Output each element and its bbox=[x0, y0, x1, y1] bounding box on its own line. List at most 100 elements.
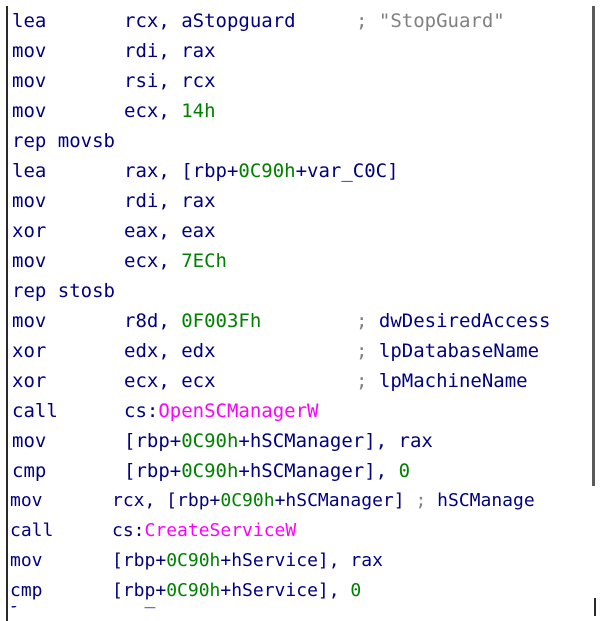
operand-token: rsi, rcx bbox=[124, 70, 216, 92]
comment-token: lpDatabaseName bbox=[378, 340, 540, 362]
asm-mnemonic: jz bbox=[10, 606, 32, 614]
operand-token: 140056717 bbox=[155, 606, 253, 609]
asm-mnemonic: mov bbox=[12, 40, 47, 62]
asm-operands: eax, eax bbox=[124, 216, 216, 246]
asm-line[interactable]: xor eax, eax bbox=[8, 216, 592, 246]
comment-token: ; bbox=[356, 340, 379, 362]
operand-token: rax, [rbp+ bbox=[124, 160, 239, 182]
asm-mnemonic: rep movsb bbox=[12, 130, 115, 152]
asm-line[interactable]: lea rcx, aStopguard ; "StopGuard" bbox=[8, 6, 592, 36]
operand-token: [rbp+ bbox=[124, 430, 182, 452]
asm-mnemonic: mov bbox=[12, 250, 47, 272]
comment-token: dwDesiredAccess bbox=[378, 310, 551, 332]
disassembly-listing-bottom[interactable]: mov rcx, [rbp+0C90h+hSCManager] ; hSCMana… bbox=[6, 486, 600, 621]
asm-line[interactable]: jz loc_140056717 bbox=[8, 606, 598, 614]
operand-token: [rbp+ bbox=[112, 550, 167, 571]
asm-mnemonic: mov bbox=[12, 70, 47, 92]
comment-token: ; bbox=[356, 370, 379, 392]
partially-visible-line: jz loc_140056717 bbox=[8, 606, 598, 614]
operand-token: CreateServiceW bbox=[144, 520, 297, 541]
asm-comment: ; dwDesiredAccess bbox=[356, 306, 550, 336]
scrollbar-fragment bbox=[594, 598, 596, 616]
operand-token: 14h bbox=[181, 100, 216, 122]
asm-mnemonic: cmp bbox=[12, 460, 47, 482]
operand-token: 0C90h bbox=[166, 580, 221, 601]
asm-mnemonic: xor bbox=[12, 220, 47, 242]
asm-line[interactable]: mov rsi, rcx bbox=[8, 66, 592, 96]
operand-token: rdi, rax bbox=[124, 40, 216, 62]
asm-line[interactable]: call cs:OpenSCManagerW bbox=[8, 396, 592, 426]
asm-line[interactable]: rep movsb bbox=[8, 126, 592, 156]
asm-operands: rsi, rcx bbox=[124, 66, 216, 96]
asm-operands: rax, [rbp+0C90h+var_C0C] bbox=[124, 156, 399, 186]
asm-operands: cs:CreateServiceW bbox=[112, 516, 296, 546]
comment-token: lpMachineName bbox=[378, 370, 528, 392]
asm-operands: ecx, 7ECh bbox=[124, 246, 227, 276]
disassembly-listing-top[interactable]: lea rcx, aStopguard ; "StopGuard" mov rdi, r… bbox=[6, 6, 595, 486]
operand-token: ecx, bbox=[124, 250, 182, 272]
operand-token: [rbp+ bbox=[124, 460, 182, 482]
operand-token: 7ECh bbox=[181, 250, 227, 272]
operand-token: rcx, [rbp+ bbox=[112, 490, 221, 511]
operand-token: 0F003Fh bbox=[181, 310, 262, 332]
operand-token: 0C90h bbox=[181, 430, 239, 452]
asm-mnemonic: lea bbox=[12, 10, 47, 32]
comment-token: ; bbox=[356, 310, 379, 332]
asm-operands: rdi, rax bbox=[124, 36, 216, 66]
operand-token: rcx, aStopguard bbox=[124, 10, 296, 32]
asm-line[interactable]: rep stosb bbox=[8, 276, 592, 306]
asm-comment: ; "StopGuard" bbox=[356, 6, 505, 36]
asm-mnemonic: mov bbox=[10, 550, 43, 571]
operand-token: 0 bbox=[350, 580, 362, 601]
asm-operands: cs:OpenSCManagerW bbox=[124, 396, 318, 426]
operand-token: +hSCManager], rax bbox=[238, 430, 433, 452]
operand-token: ; bbox=[415, 490, 438, 511]
asm-comment: ; lpDatabaseName bbox=[356, 336, 539, 366]
asm-mnemonic: mov bbox=[10, 490, 43, 511]
asm-mnemonic: xor bbox=[12, 340, 47, 362]
operand-token: OpenSCManagerW bbox=[158, 400, 319, 422]
operand-token: edx, edx bbox=[124, 340, 216, 362]
asm-mnemonic: mov bbox=[12, 100, 47, 122]
operand-token: cs: bbox=[112, 520, 145, 541]
asm-operands: [rbp+0C90h+hSCManager], 0 bbox=[124, 456, 410, 486]
asm-operands: rcx, aStopguard bbox=[124, 6, 296, 36]
operand-token: loc_ bbox=[112, 606, 155, 609]
asm-line[interactable]: mov ecx, 7ECh bbox=[8, 246, 592, 276]
asm-operands: [rbp+0C90h+hService], 0 bbox=[112, 576, 361, 606]
operand-token: 0C90h bbox=[181, 460, 239, 482]
asm-line[interactable]: mov rdi, rax bbox=[8, 36, 592, 66]
asm-line[interactable]: mov rcx, [rbp+0C90h+hSCManager] ; hSCMana… bbox=[8, 486, 600, 516]
asm-line[interactable]: mov[rbp+0C90h+hService], rax bbox=[8, 546, 600, 576]
asm-operands: [rbp+0C90h+hSCManager], rax bbox=[124, 426, 433, 456]
asm-mnemonic: call bbox=[10, 520, 54, 541]
operand-token: +hSCManager] bbox=[274, 490, 416, 511]
asm-line[interactable]: mov[rbp+0C90h+hSCManager], rax bbox=[8, 426, 592, 456]
asm-mnemonic: call bbox=[12, 400, 58, 422]
asm-comment: ; lpMachineName bbox=[356, 366, 528, 396]
operand-token: r8d, bbox=[124, 310, 182, 332]
asm-operands: edx, edx bbox=[124, 336, 216, 366]
operand-token: +hSCManager], bbox=[238, 460, 399, 482]
operand-token: +hService], rax bbox=[220, 550, 383, 571]
asm-operands: rcx, [rbp+0C90h+hSCManager] ; hSCManage bbox=[112, 486, 535, 516]
operand-token: 0C90h bbox=[220, 490, 275, 511]
asm-mnemonic: mov bbox=[12, 310, 47, 332]
asm-mnemonic: cmp bbox=[10, 580, 43, 601]
asm-operands: loc_140056717 bbox=[112, 606, 253, 614]
asm-mnemonic: mov bbox=[12, 190, 47, 212]
asm-line[interactable]: cmp[rbp+0C90h+hService], 0 bbox=[8, 576, 600, 606]
operand-token: 0C90h bbox=[238, 160, 296, 182]
asm-line[interactable]: cmp [rbp+0C90h+hSCManager], 0 bbox=[8, 456, 592, 486]
asm-operands: r8d, 0F003Fh bbox=[124, 306, 261, 336]
asm-line[interactable]: mov ecx, 14h bbox=[8, 96, 592, 126]
asm-operands: ecx, 14h bbox=[124, 96, 216, 126]
operand-token: [rbp+ bbox=[112, 580, 167, 601]
asm-line[interactable]: call cs:CreateServiceW bbox=[8, 516, 600, 546]
